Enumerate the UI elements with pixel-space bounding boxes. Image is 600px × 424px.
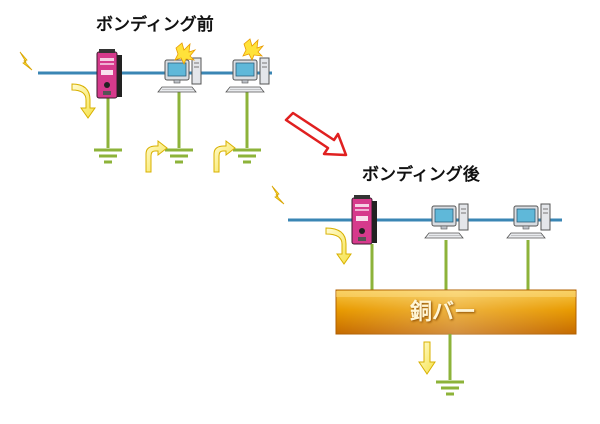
ground-icon [434, 380, 466, 396]
transition-arrow-icon [284, 111, 348, 157]
after-title: ボンディング後 [362, 165, 480, 185]
surge-arrester-icon [96, 48, 123, 99]
arrow-icon [418, 341, 436, 375]
ground-icon [92, 148, 124, 164]
arrow-icon [325, 227, 352, 265]
arrow-icon [213, 139, 236, 173]
computer-icon [157, 57, 202, 93]
after-diagram [271, 185, 577, 396]
lightning-icon [19, 51, 33, 71]
ground-icon [163, 148, 195, 164]
before-title: ボンディング前 [96, 15, 214, 35]
lightning-icon [271, 185, 285, 205]
surge-arrester-icon [351, 194, 378, 245]
copper-bar-label: 銅バー [410, 300, 477, 325]
arrow-icon [145, 139, 168, 173]
ground-icon [231, 148, 263, 164]
copper-bar [335, 289, 577, 335]
computer-icon [225, 57, 270, 93]
arrow-icon [71, 83, 96, 119]
before-diagram [19, 38, 272, 173]
spark-icon [242, 38, 264, 61]
